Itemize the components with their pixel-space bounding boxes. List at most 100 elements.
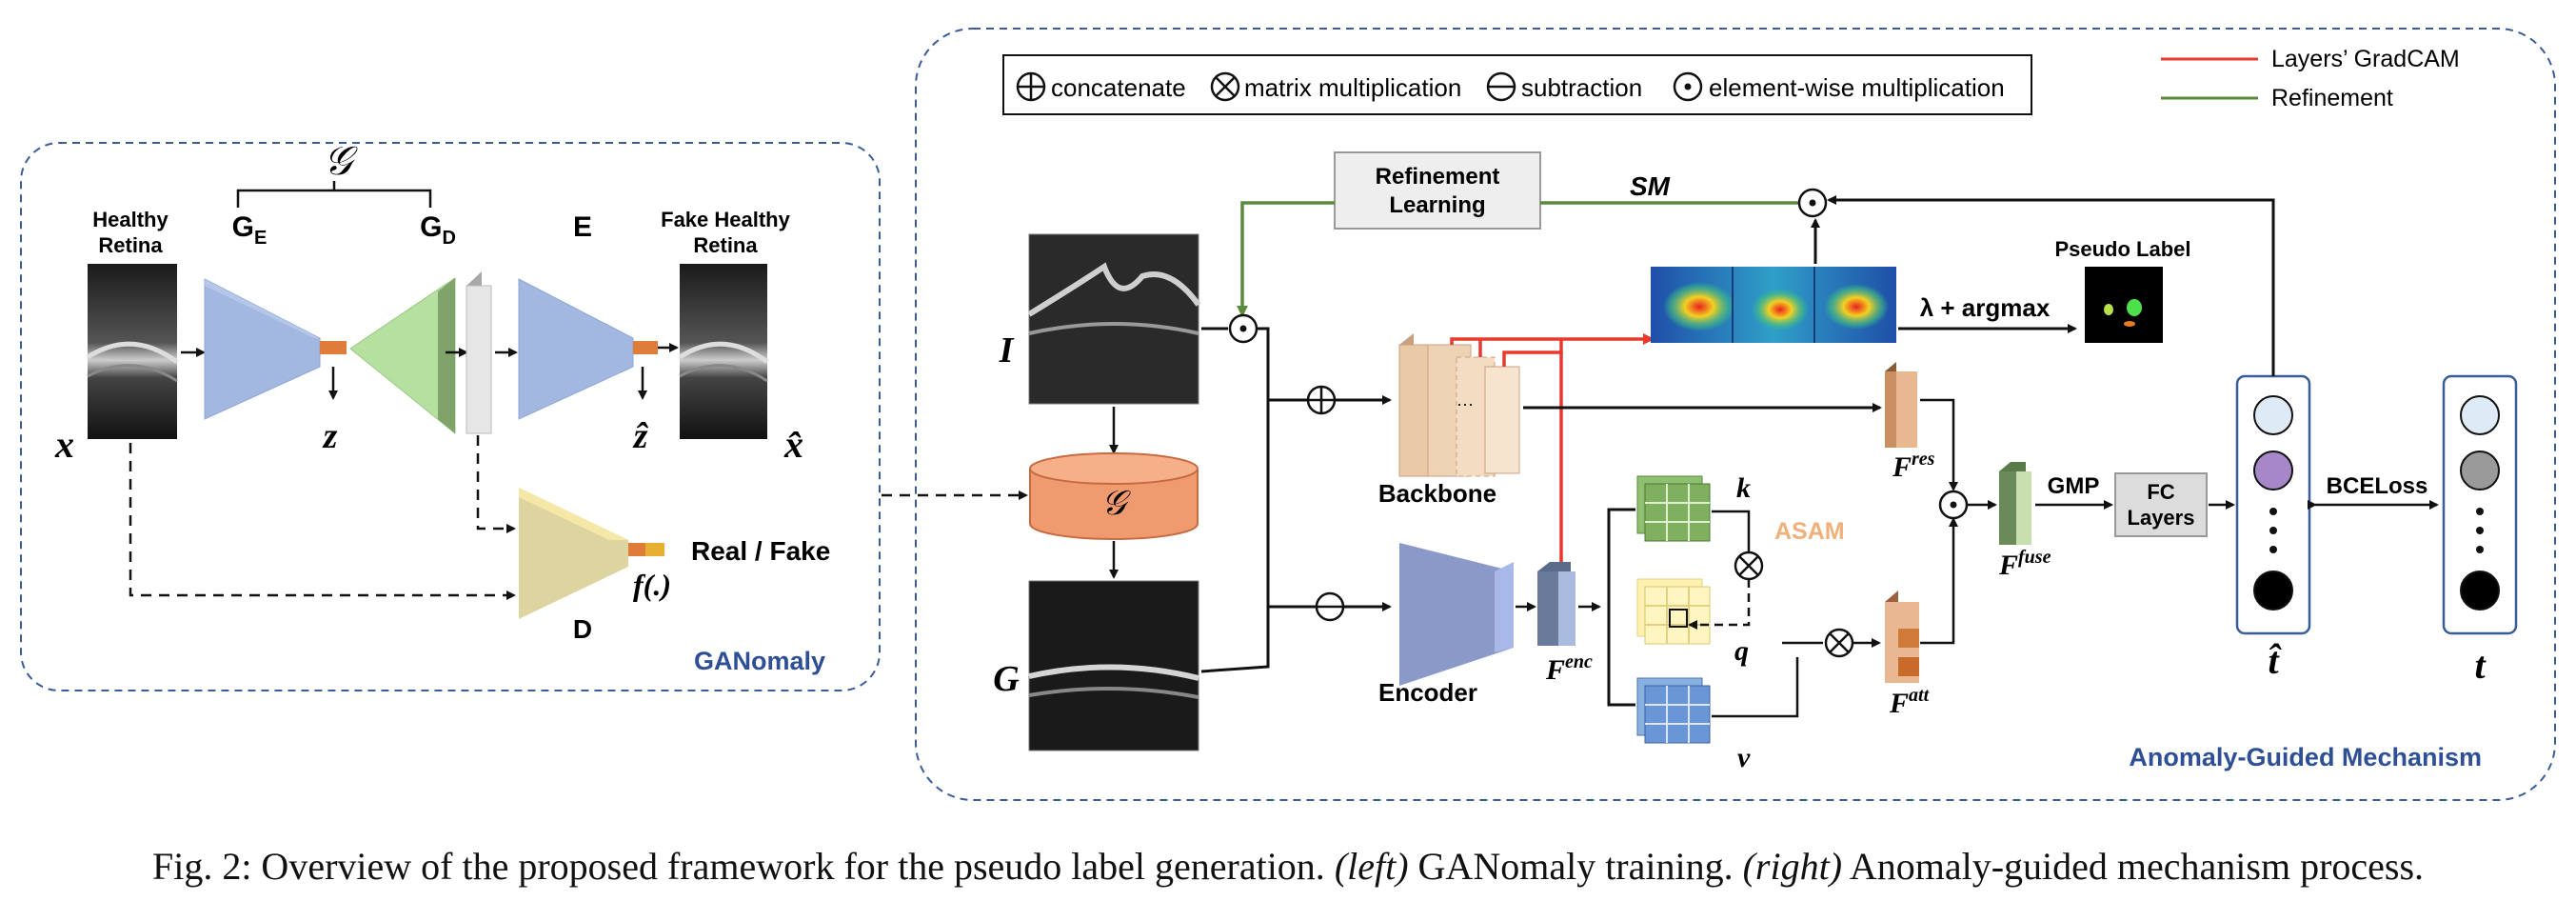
backbone-block: ··· bbox=[1398, 333, 1520, 477]
caption-mid: GANomaly training. bbox=[1408, 845, 1743, 888]
line-v-matmul2 bbox=[1712, 657, 1799, 718]
anomaly-panel bbox=[915, 28, 2556, 801]
xhat-label: x̂ bbox=[783, 423, 803, 466]
g-label: G bbox=[993, 659, 1020, 699]
concat-op bbox=[1306, 385, 1337, 415]
dashed-x-to-d bbox=[129, 443, 516, 600]
latent-z bbox=[320, 341, 347, 354]
encoder-label: Encoder bbox=[1378, 678, 1477, 707]
t-label: t bbox=[2474, 644, 2487, 687]
bce-label: BCELoss bbox=[2327, 473, 2428, 499]
zhat-label: ẑ bbox=[632, 416, 649, 456]
matmul-icon bbox=[1210, 71, 1240, 102]
sm-label: SM bbox=[1630, 171, 1671, 201]
gd-label: GD bbox=[420, 211, 456, 249]
legend-gradcam: Layers’ GradCAM bbox=[2271, 46, 2460, 72]
t-cell-1 bbox=[2460, 395, 2500, 435]
elem-op-input bbox=[1228, 313, 1258, 344]
x-label: x bbox=[54, 423, 74, 466]
matmul-op-1 bbox=[1734, 551, 1764, 581]
latent-zhat bbox=[633, 341, 658, 354]
f-fuse-block bbox=[1999, 462, 2031, 545]
real-fake-label: Real / Fake bbox=[691, 536, 830, 566]
key-grid bbox=[1636, 475, 1711, 542]
d-label: D bbox=[573, 614, 592, 644]
pseudo-label-image bbox=[2085, 267, 2163, 343]
fc-layers-box bbox=[2114, 472, 2208, 537]
gradcam-line-1 bbox=[1450, 333, 1655, 345]
svg-text:···: ··· bbox=[1456, 394, 1474, 413]
legend-concat: concatenate bbox=[1051, 73, 1186, 102]
caption-right: (right) bbox=[1742, 845, 1843, 888]
fx-label: f(.) bbox=[633, 568, 671, 602]
f-att-label: Fatt bbox=[1889, 685, 1931, 719]
matmul-op-2 bbox=[1824, 628, 1854, 658]
f-res-block bbox=[1885, 362, 1917, 448]
dashed-slab-to-d bbox=[476, 435, 516, 533]
ganomaly-panel bbox=[20, 142, 881, 691]
legend-sub: subtraction bbox=[1521, 73, 1642, 102]
generator-cylinder bbox=[1029, 452, 1199, 540]
elem-icon bbox=[1673, 71, 1703, 102]
f-enc-label: Fenc bbox=[1545, 651, 1593, 686]
t-vector bbox=[2442, 374, 2518, 635]
concat-icon bbox=[1016, 71, 1046, 102]
healthy-retina-image bbox=[86, 264, 179, 439]
caption-prefix: Fig. 2: Overview of the proposed framewo… bbox=[151, 845, 1335, 888]
elem-op-fuse bbox=[1938, 490, 1969, 520]
fake-healthy-image bbox=[678, 264, 769, 439]
query-grid bbox=[1636, 578, 1711, 645]
line-fatt-fuse bbox=[1920, 517, 1958, 645]
figure-caption: Fig. 2: Overview of the proposed framewo… bbox=[0, 844, 2576, 889]
input-image-i bbox=[1027, 233, 1201, 405]
f-fuse-label: Ffuse bbox=[1998, 547, 2051, 581]
gradcam-line-3 bbox=[1502, 339, 1563, 367]
discriminator-d bbox=[519, 488, 628, 619]
line-that-to-top bbox=[1827, 195, 2275, 376]
t-cell-n bbox=[2460, 571, 2500, 611]
asam-label: ASAM bbox=[1774, 518, 1845, 545]
generator-brace bbox=[236, 181, 432, 208]
t-hat-cell-1 bbox=[2253, 395, 2293, 435]
pseudo-label-title: Pseudo Label bbox=[2054, 237, 2190, 261]
dashed-matmul-q bbox=[1688, 579, 1751, 630]
line-g-join bbox=[1200, 608, 1270, 673]
backbone-label: Backbone bbox=[1378, 479, 1496, 508]
q-label: q bbox=[1734, 635, 1749, 667]
i-label: I bbox=[999, 330, 1015, 370]
sub-icon bbox=[1486, 71, 1516, 102]
gradcam-heatmaps bbox=[1651, 267, 1896, 343]
gmp-label: GMP bbox=[2048, 473, 2100, 499]
e-label: E bbox=[573, 211, 592, 243]
lambda-argmax-label: λ + argmax bbox=[1920, 293, 2051, 322]
caption-suffix: Anomaly-guided mechanism process. bbox=[1842, 845, 2425, 888]
line-elem-split bbox=[1257, 327, 1270, 608]
legend-elem: element-wise multiplication bbox=[1709, 73, 2005, 102]
ganomaly-title: GANomaly bbox=[694, 647, 825, 675]
green-refine-down bbox=[1237, 201, 1335, 317]
caption-left: (left) bbox=[1334, 845, 1409, 888]
t-hat-label: t̂ bbox=[2268, 639, 2282, 682]
generated-image-g bbox=[1028, 580, 1199, 751]
asam-bracket bbox=[1607, 508, 1635, 707]
t-hat-cell-2 bbox=[2253, 450, 2293, 491]
reconstruction-slab bbox=[466, 271, 492, 434]
line-fres-fuse bbox=[1920, 398, 1958, 491]
generator-symbol-left: 𝒢 bbox=[324, 140, 358, 184]
refinement-learning-box bbox=[1334, 151, 1541, 230]
value-grid bbox=[1636, 677, 1711, 744]
encoder-e bbox=[518, 278, 634, 420]
t-cell-2 bbox=[2460, 450, 2500, 491]
f-enc-block bbox=[1537, 562, 1575, 646]
encoder-block bbox=[1399, 543, 1514, 686]
f-att-block bbox=[1885, 591, 1919, 683]
line-k-matmul bbox=[1712, 510, 1751, 552]
v-label: v bbox=[1737, 742, 1751, 773]
legend-refine: Refinement bbox=[2271, 85, 2393, 111]
elem-op-top bbox=[1797, 188, 1828, 218]
